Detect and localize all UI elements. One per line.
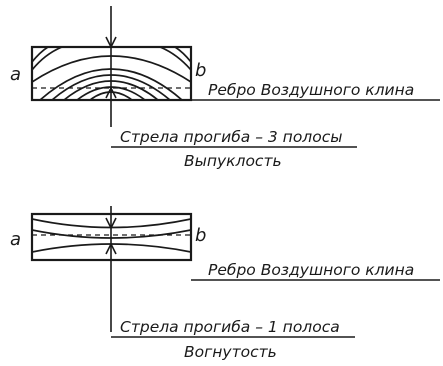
fringe-arc bbox=[32, 47, 63, 71]
fringe-arc bbox=[159, 47, 191, 71]
shape-label: Выпуклость bbox=[184, 152, 282, 170]
label-a: a bbox=[10, 64, 21, 85]
label-b: b bbox=[195, 60, 206, 81]
convex-fringes bbox=[32, 47, 191, 100]
edge-label: Ребро Воздушного клина bbox=[208, 261, 414, 279]
edge-label: Ребро Воздушного клина bbox=[208, 81, 414, 99]
fringe-arc bbox=[174, 47, 191, 63]
deflection-label: Стрела прогиба – 1 полоса bbox=[120, 318, 340, 336]
arrow-down-icon bbox=[105, 36, 117, 49]
convex-diagram: a b Ребро Воздушного клина Стрела прогиб… bbox=[10, 6, 440, 170]
arrow-up-icon bbox=[105, 242, 117, 255]
arrow-down-icon bbox=[105, 217, 117, 230]
arrow-up-icon bbox=[105, 86, 117, 99]
shape-label: Вогнутость bbox=[184, 343, 277, 361]
concave-diagram: a b Ребро Воздушного клина Стрела прогиб… bbox=[10, 206, 440, 361]
label-a: a bbox=[10, 229, 21, 250]
fringe-arc bbox=[32, 47, 49, 63]
label-b: b bbox=[195, 225, 206, 246]
deflection-label: Стрела прогиба – 3 полосы bbox=[120, 128, 342, 146]
